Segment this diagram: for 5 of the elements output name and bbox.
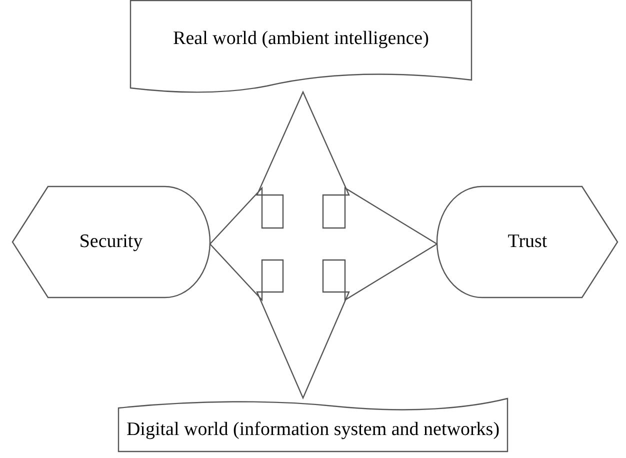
four-way-arrow [209,90,438,400]
node-label: Trust [508,231,548,253]
node-label: Real world (ambient intelligence) [173,28,429,50]
node-label: Digital world (information system and networks) [126,419,500,441]
node-label: Security [79,231,143,253]
